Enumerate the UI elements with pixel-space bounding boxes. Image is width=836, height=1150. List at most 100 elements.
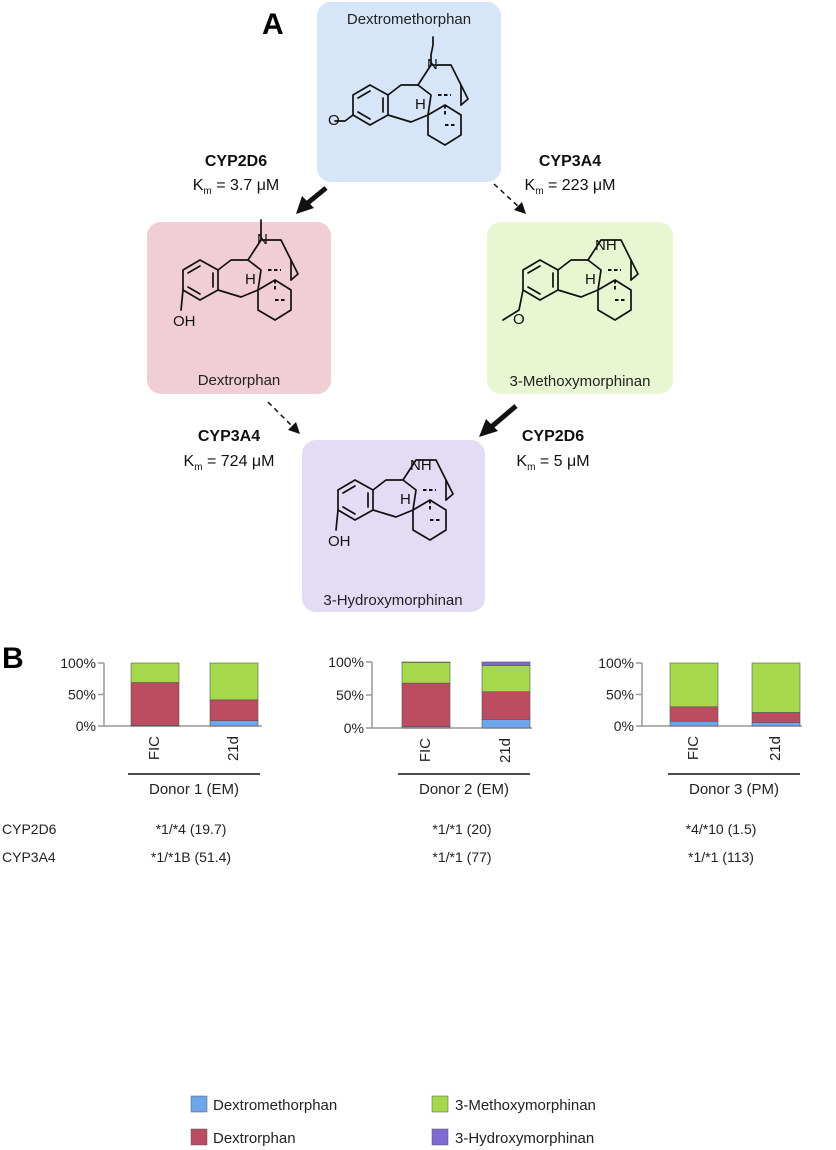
y-tick-label: 0% (76, 718, 96, 734)
svg-text:OH: OH (173, 313, 196, 330)
y-tick-label: 100% (598, 655, 634, 671)
hydroxymorphinan-node: 3-Hydroxymorphinan NH H OH (302, 440, 485, 612)
svg-text:OH: OH (328, 533, 351, 550)
arrow-cyp3a4-dex-to-methoxy (493, 183, 526, 214)
svg-text:CYP3A4: CYP3A4 (198, 428, 260, 445)
hydroxymorphinan-box (302, 440, 485, 612)
svg-text:CYP3A4: CYP3A4 (539, 153, 601, 170)
bar-segment-dextromethorphan (751, 722, 801, 727)
svg-text:NH: NH (595, 237, 617, 254)
bar-segment-dextrorphan (401, 682, 451, 727)
methoxymorphinan-node: 3-Methoxymorphinan NH H O (487, 222, 673, 394)
y-tick-label: 0% (614, 718, 634, 734)
bar-segment-dextrorphan (481, 691, 531, 720)
x-tick-label: 21d (767, 736, 784, 761)
genotype-table: CYP2D6 CYP3A4 *1/*4 (19.7) *1/*1B (51.4)… (2, 821, 756, 865)
reaction-label-1: CYP2D6 Km = 3.7 μM (193, 153, 279, 197)
svg-text:H: H (245, 271, 256, 288)
donor1-cyp3a4: *1/*1B (51.4) (151, 849, 231, 865)
legend-swatch (431, 1095, 449, 1113)
bar-segment-3-methoxymorphinan (751, 662, 801, 713)
legend-label: 3-Hydroxymorphinan (455, 1130, 594, 1147)
y-tick-label: 50% (336, 687, 364, 703)
y-tick-label: 50% (68, 687, 96, 703)
reaction-label-2: CYP3A4 Km = 223 μM (525, 153, 616, 197)
svg-text:N: N (427, 56, 438, 73)
dextromethorphan-structure: N H O (328, 36, 469, 146)
arrow-cyp2d6-methoxy-to-hydroxy (479, 404, 518, 437)
svg-text:H: H (415, 96, 426, 113)
legend-swatch (190, 1095, 208, 1113)
legend-item-hydroxymorphinan: 3-Hydroxymorphinan (431, 1128, 594, 1147)
methoxymorphinan-label: 3-Methoxymorphinan (510, 373, 651, 390)
donor2-cyp3a4: *1/*1 (77) (432, 849, 491, 865)
arrow-cyp3a4-dextrorphan-to-hydroxy (267, 401, 300, 434)
legend-label: Dextrorphan (213, 1130, 296, 1147)
legend-item-dextromethorphan: Dextromethorphan (190, 1095, 337, 1114)
bar-segment-dextrorphan (751, 712, 801, 723)
svg-text:N: N (257, 231, 268, 248)
legend-swatch (431, 1128, 449, 1146)
x-tick-label: 21d (497, 738, 514, 763)
bar-segment-dextrorphan (130, 682, 180, 726)
donor1-cyp2d6: *1/*4 (19.7) (156, 821, 227, 837)
bar-segment-3-methoxymorphinan (209, 662, 259, 701)
bar-segment-dextromethorphan (481, 719, 531, 729)
x-tick-label: FIC (417, 738, 434, 762)
donor-label: Donor 1 (EM) (149, 781, 239, 798)
x-tick-label: FIC (685, 736, 702, 760)
svg-text:Km = 3.7 μM: Km = 3.7 μM (193, 177, 279, 197)
legend-label: Dextromethorphan (213, 1097, 337, 1114)
bar-segment-3-methoxymorphinan (130, 662, 180, 683)
bar-segment-dextromethorphan (669, 720, 719, 727)
donor-label: Donor 2 (EM) (419, 781, 509, 798)
donor3-cyp2d6: *4/*10 (1.5) (686, 821, 757, 837)
svg-text:O: O (513, 311, 525, 328)
svg-text:CYP2D6: CYP2D6 (205, 153, 267, 170)
reaction-label-3: CYP3A4 Km = 724 μM (184, 428, 275, 473)
x-tick-label: 21d (225, 736, 242, 761)
y-tick-label: 100% (60, 655, 96, 671)
dextrorphan-box (147, 222, 331, 394)
panel-a-label: A (262, 8, 284, 41)
bar-segment-dextromethorphan (209, 720, 259, 727)
svg-text:Km = 223 μM: Km = 223 μM (525, 177, 616, 197)
geno-row-label-cyp2d6: CYP2D6 (2, 821, 57, 837)
bar-segment-dextrorphan (669, 706, 719, 722)
hydroxymorphinan-structure: NH H OH (328, 457, 454, 550)
dextrorphan-structure: N H OH (173, 219, 299, 330)
donor2-cyp2d6: *1/*1 (20) (432, 821, 491, 837)
bar-segment-3-hydroxymorphinan (481, 661, 531, 666)
y-tick-label: 100% (328, 654, 364, 670)
legend: Dextromethorphan 3-Methoxymorphinan Dext… (190, 1095, 596, 1147)
donor3-cyp3a4: *1/*1 (113) (688, 849, 754, 865)
legend-label: 3-Methoxymorphinan (455, 1097, 596, 1114)
dextrorphan-node: Dextrorphan N H OH (147, 219, 331, 394)
svg-text:Km = 5 μM: Km = 5 μM (516, 453, 589, 473)
methoxymorphinan-structure: NH H O (502, 237, 639, 328)
svg-text:O: O (328, 112, 340, 129)
donor-label: Donor 3 (PM) (689, 781, 779, 798)
svg-text:CYP2D6: CYP2D6 (522, 428, 584, 445)
y-tick-label: 0% (344, 720, 364, 736)
hydroxymorphinan-label: 3-Hydroxymorphinan (323, 592, 462, 609)
svg-text:NH: NH (410, 457, 432, 474)
bar-segment-3-methoxymorphinan (401, 662, 451, 684)
y-tick-label: 50% (606, 687, 634, 703)
geno-row-label-cyp3a4: CYP3A4 (2, 849, 56, 865)
dextromethorphan-box (317, 2, 501, 182)
svg-text:H: H (585, 271, 596, 288)
dextromethorphan-node: Dextromethorphan N H O (317, 2, 501, 182)
legend-item-dextrorphan: Dextrorphan (190, 1128, 296, 1147)
panel-b-label: B (2, 642, 24, 675)
methoxymorphinan-box (487, 222, 673, 394)
dextromethorphan-label: Dextromethorphan (347, 11, 471, 28)
bar-segment-3-methoxymorphinan (481, 665, 531, 693)
reaction-label-4: CYP2D6 Km = 5 μM (516, 428, 589, 473)
legend-swatch (190, 1128, 208, 1146)
